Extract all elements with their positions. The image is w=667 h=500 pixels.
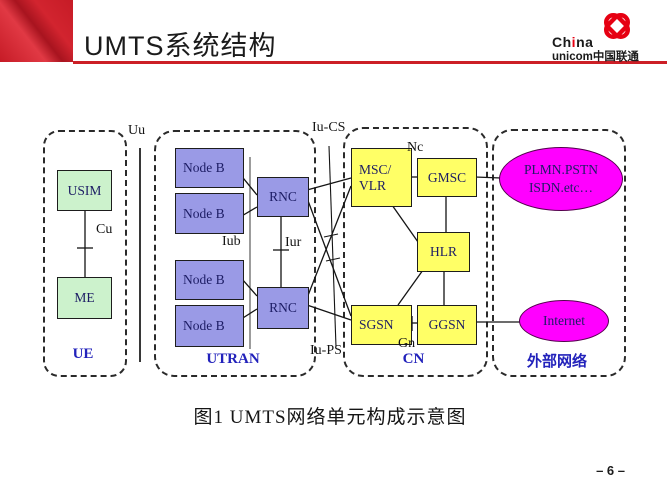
box-sgsn: SGSN: [351, 305, 412, 345]
logo-text-unicom: unicom中国联通: [552, 51, 639, 63]
box-node-b-2: Node B: [175, 193, 244, 234]
header-divider: [73, 61, 667, 64]
group-ue: [43, 130, 127, 377]
box-rnc-2: RNC: [257, 287, 309, 329]
box-hlr: HLR: [417, 232, 470, 272]
interface-label-cu: Cu: [96, 222, 113, 237]
group-label-ue: UE: [72, 346, 94, 362]
box-ggsn: GGSN: [417, 305, 477, 345]
header-red-corner-decoration: [0, 0, 73, 62]
page-number: – 6 –: [596, 463, 625, 478]
logo-red-i: i: [571, 34, 577, 50]
box-me: ME: [57, 277, 112, 319]
logo-text-china: China: [552, 34, 594, 50]
interface-label-iu-ps: Iu-PS: [310, 343, 342, 358]
interface-label-iub: Iub: [222, 234, 241, 249]
interface-label-gn: Gn: [398, 336, 416, 351]
box-usim: USIM: [57, 170, 112, 211]
ellipse-internet: Internet: [519, 300, 609, 342]
box-node-b-3: Node B: [175, 260, 244, 300]
interface-label-uu: Uu: [128, 123, 146, 138]
china-unicom-knot-icon: [603, 12, 631, 40]
interface-label-iu-cs: Iu-CS: [312, 120, 346, 135]
box-node-b-1: Node B: [175, 148, 244, 188]
box-msc-vlr: MSC/VLR: [351, 148, 412, 207]
interface-label-nc: Nc: [407, 140, 424, 155]
group-label-cn: CN: [402, 351, 425, 367]
ellipse-plmn-pstn: PLMN.PSTN ISDN.etc…: [499, 147, 623, 211]
box-node-b-4: Node B: [175, 305, 244, 347]
figure-caption: 图1 UMTS网络单元构成示意图: [193, 407, 467, 428]
box-gmsc: GMSC: [417, 158, 477, 197]
box-rnc-1: RNC: [257, 177, 309, 217]
page-title: UMTS系统结构: [84, 31, 277, 61]
group-external: [492, 129, 626, 377]
group-label-utran: UTRAN: [206, 351, 260, 367]
interface-label-iur: Iur: [285, 235, 302, 250]
group-label-external: 外部网络: [526, 353, 587, 370]
